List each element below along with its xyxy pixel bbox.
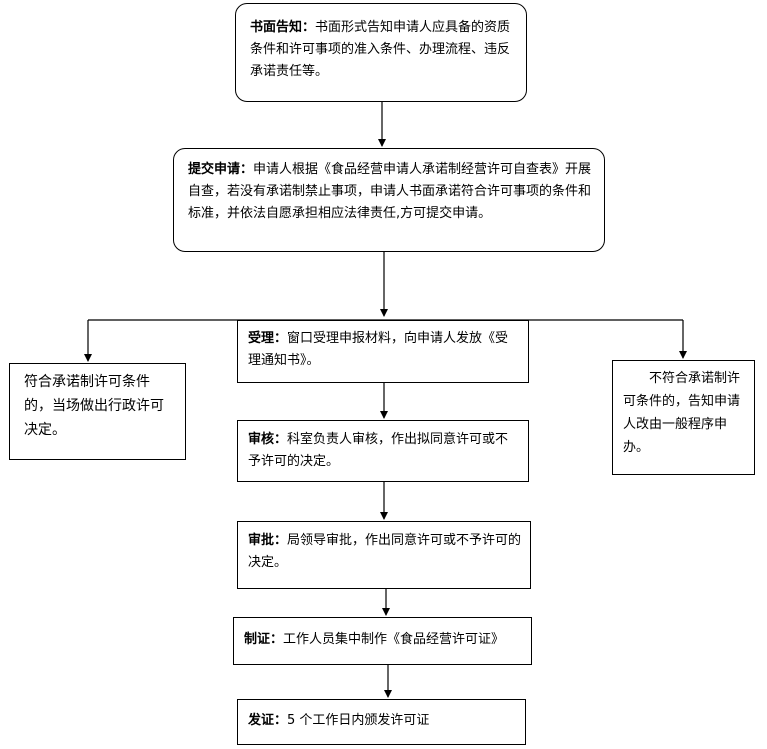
step-make-heading: 制证： bbox=[244, 632, 284, 647]
step-notice-box: 书面告知：书面形式告知申请人应具备的资质条件和许可事项的准入条件、办理流程、违反… bbox=[235, 3, 527, 102]
step-submit-text: 申请人根据《食品经营申请人承诺制经营许可自查表》开展自查，若没有承诺制禁止事项，… bbox=[188, 162, 592, 221]
step-approve-heading: 审批： bbox=[248, 533, 288, 548]
step-accept-heading: 受理： bbox=[248, 331, 288, 346]
branch-right-text: 不符合承诺制许可条件的，告知申请人改由一般程序申办。 bbox=[623, 371, 741, 455]
step-submit-box: 提交申请：申请人根据《食品经营申请人承诺制经营许可自查表》开展自查，若没有承诺制… bbox=[173, 148, 605, 252]
branch-left-text: 符合承诺制许可条件的，当场做出行政许可决定。 bbox=[24, 374, 164, 438]
step-issue-heading: 发证： bbox=[248, 713, 288, 728]
step-notice-text: 书面形式告知申请人应具备的资质条件和许可事项的准入条件、办理流程、违反承诺责任等… bbox=[250, 20, 511, 79]
step-make-text: 工作人员集中制作《食品经营许可证》 bbox=[283, 632, 505, 647]
step-review-text: 科室负责人审核，作出拟同意许可或不予许可的决定。 bbox=[248, 432, 509, 469]
step-submit-heading: 提交申请： bbox=[188, 162, 254, 177]
branch-right-box: 不符合承诺制许可条件的，告知申请人改由一般程序申办。 bbox=[612, 360, 755, 475]
step-review-box: 审核：科室负责人审核，作出拟同意许可或不予许可的决定。 bbox=[237, 420, 529, 482]
step-review-heading: 审核： bbox=[248, 432, 288, 447]
step-accept-text: 窗口受理申报材料，向申请人发放《受理通知书》。 bbox=[248, 331, 509, 368]
branch-left-box: 符合承诺制许可条件的，当场做出行政许可决定。 bbox=[9, 363, 186, 460]
step-issue-box: 发证：5 个工作日内颁发许可证 bbox=[237, 699, 526, 745]
step-issue-text: 5 个工作日内颁发许可证 bbox=[287, 713, 430, 728]
step-notice-heading: 书面告知： bbox=[250, 20, 316, 35]
step-make-box: 制证：工作人员集中制作《食品经营许可证》 bbox=[233, 617, 532, 665]
step-accept-box: 受理：窗口受理申报材料，向申请人发放《受理通知书》。 bbox=[237, 320, 529, 383]
step-approve-text: 局领导审批，作出同意许可或不予许可的决定。 bbox=[248, 533, 522, 570]
step-approve-box: 审批：局领导审批，作出同意许可或不予许可的决定。 bbox=[237, 521, 531, 589]
